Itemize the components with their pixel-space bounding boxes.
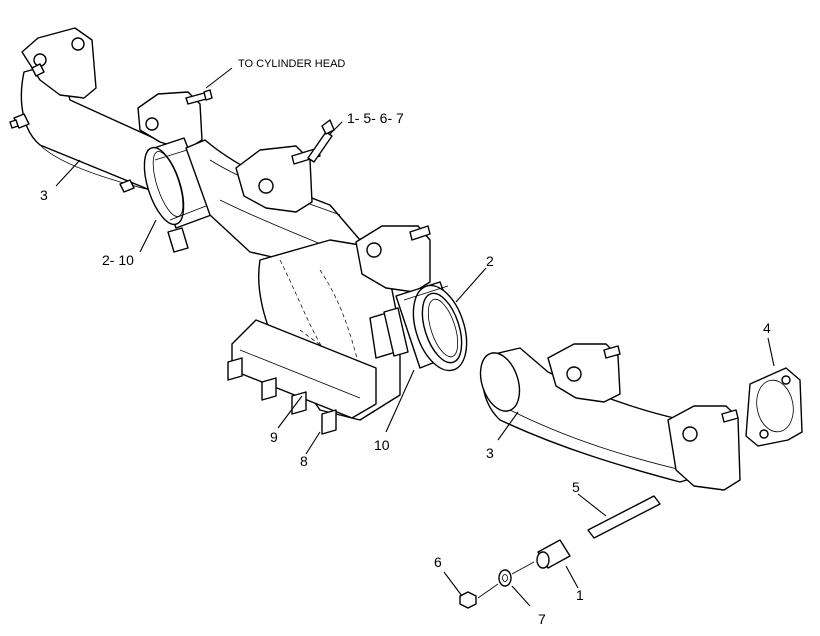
callout-8: 8 [300, 453, 308, 469]
callout-1: 1 [576, 587, 584, 603]
callout-9: 9 [270, 429, 278, 445]
callout-10: 10 [374, 437, 390, 453]
center-manifold-body [185, 119, 431, 435]
callout-5: 5 [572, 479, 580, 495]
callout-1-5-6-7: 1- 5- 6- 7 [347, 110, 404, 126]
note-to-cylinder-head: TO CYLINDER HEAD [238, 58, 345, 70]
callout-4: 4 [763, 320, 771, 336]
left-manifold-section [9, 27, 213, 191]
callout-6: 6 [434, 554, 442, 570]
callout-7: 7 [538, 611, 546, 627]
hardware-stack [459, 495, 661, 609]
leader-lines [55, 67, 775, 607]
right-manifold-section [479, 343, 803, 491]
callout-3-right: 3 [486, 445, 494, 461]
left-sleeve-seal [119, 137, 215, 253]
callout-2-10: 2- 10 [102, 252, 134, 268]
right-sleeve-seal [383, 281, 468, 372]
callout-2-right: 2 [486, 253, 494, 269]
callout-3-left: 3 [40, 187, 48, 203]
